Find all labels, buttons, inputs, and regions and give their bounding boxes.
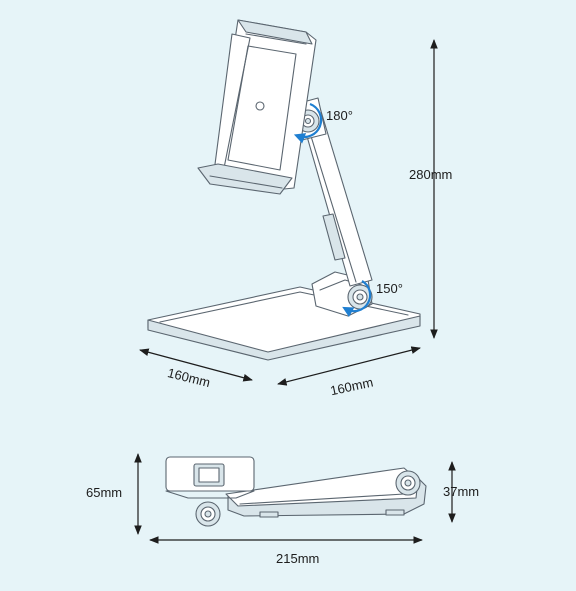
- folded-height-end-label: 37mm: [443, 484, 479, 499]
- stand-illustration: [147, 19, 421, 361]
- folded-height-label: 65mm: [86, 485, 122, 500]
- tablet-clamp: [197, 19, 317, 195]
- clamp-center-dot: [255, 101, 265, 111]
- rotation-bottom-label: 150°: [376, 281, 403, 296]
- rotate-arrow-icon: [342, 280, 372, 318]
- rotate-arrow-icon: [293, 102, 323, 144]
- base-depth-label: 160mm: [166, 365, 212, 390]
- rotation-top-label: 180°: [326, 108, 353, 123]
- base-width-label: 160mm: [329, 375, 375, 399]
- height-label: 280mm: [409, 167, 452, 182]
- folded-illustration: [165, 456, 427, 527]
- folded-length-label: 215mm: [276, 551, 319, 566]
- base-depth-dimension: [139, 348, 253, 382]
- arm-slot: [322, 213, 346, 261]
- base-plate: [147, 286, 421, 361]
- base-width-dimension: [277, 346, 421, 386]
